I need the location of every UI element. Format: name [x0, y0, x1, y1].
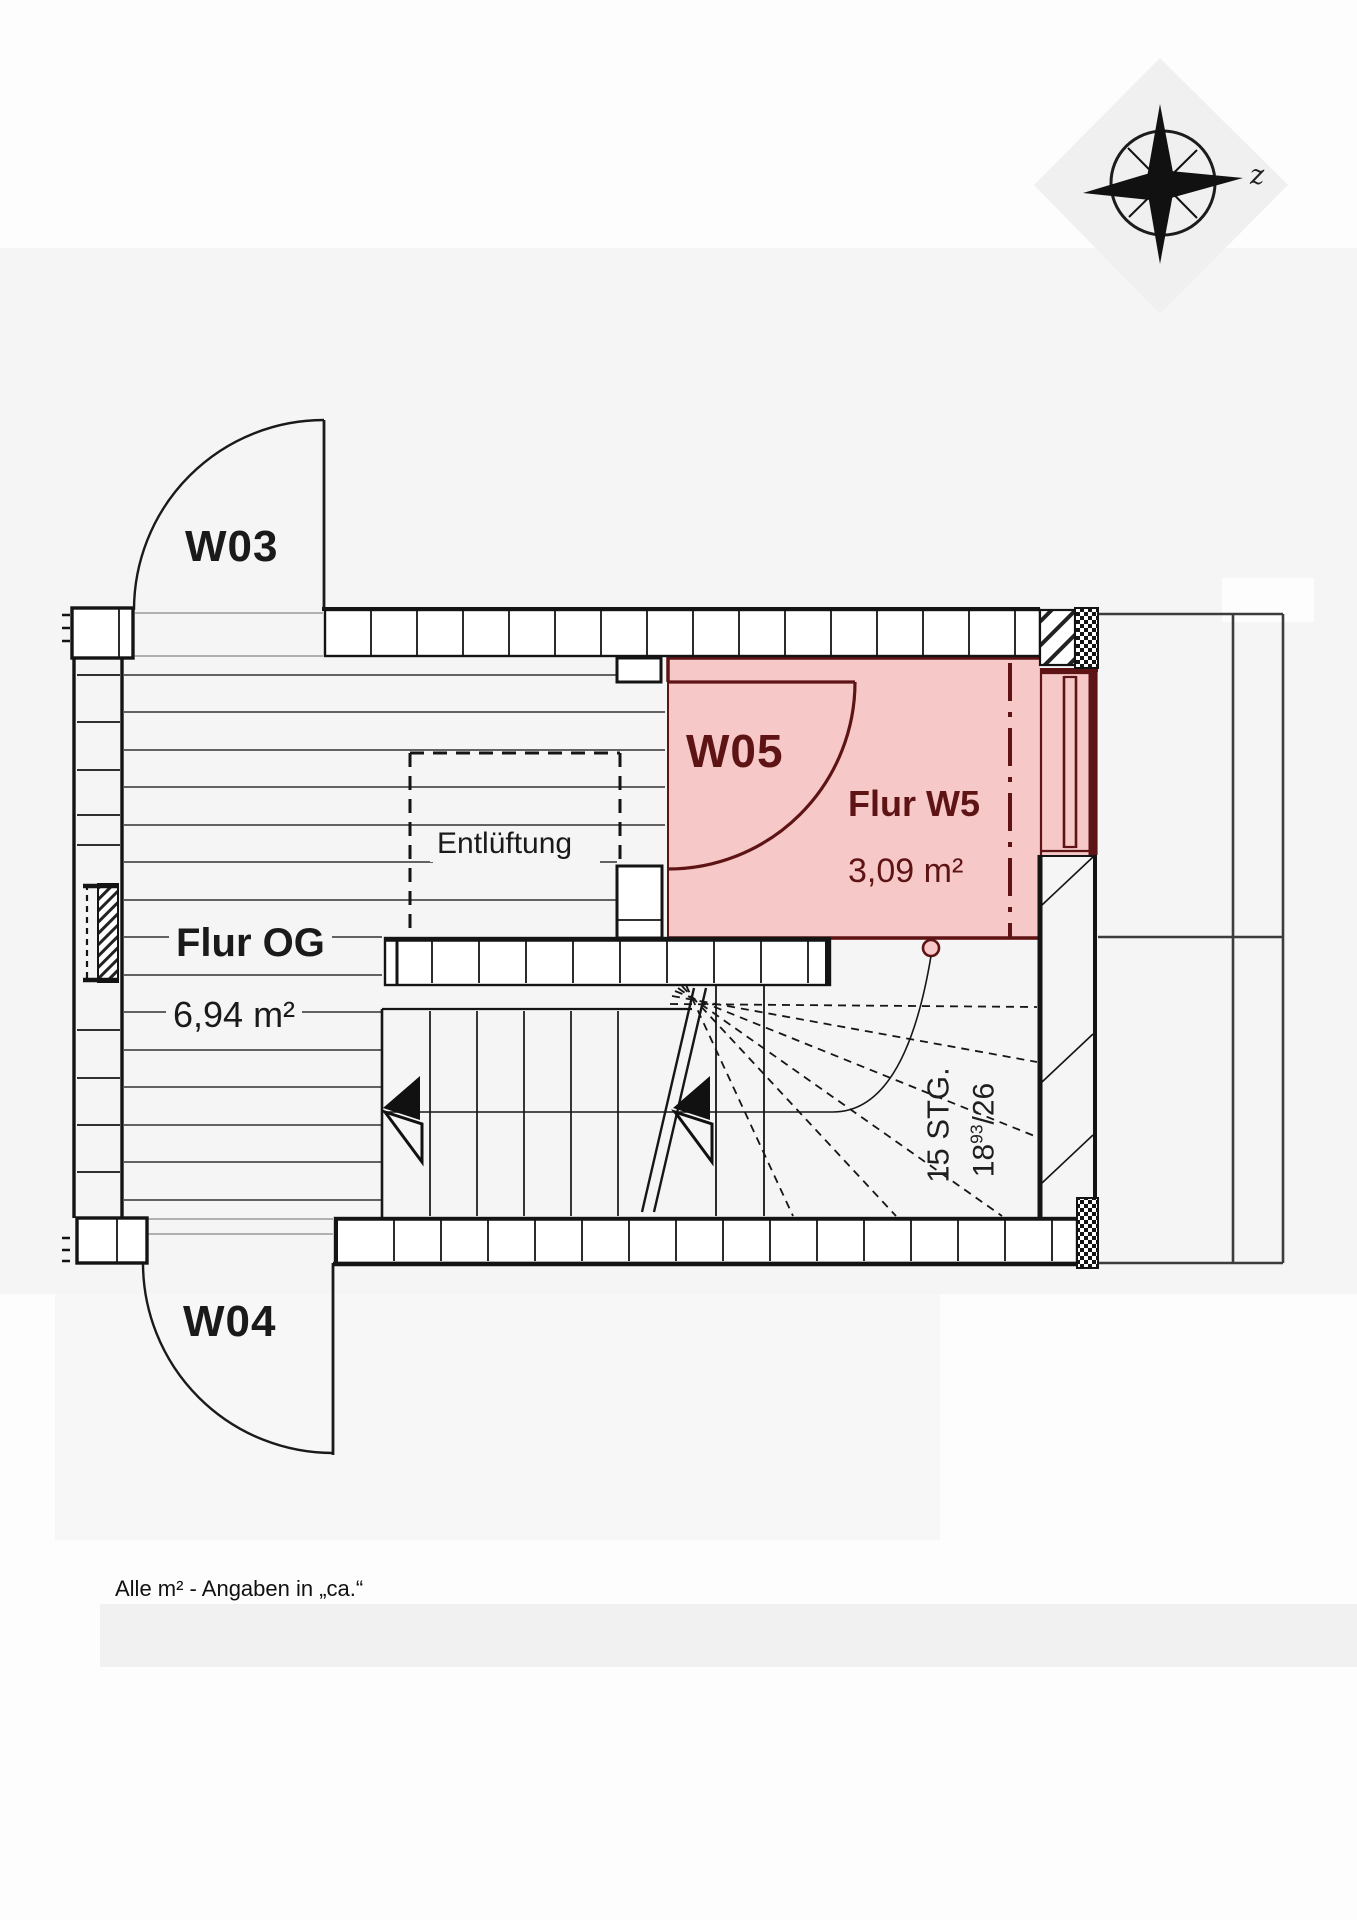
room-label-w05: W05	[686, 725, 784, 777]
wall-insulation-hatch	[1038, 608, 1077, 667]
ratio-superscript: 93	[966, 1124, 987, 1144]
door-w03	[132, 418, 326, 611]
walking-line	[382, 955, 932, 1113]
room-flur-w5-highlight	[666, 656, 1098, 958]
room-area-flur-w5: 3,09 m²	[848, 852, 964, 890]
room-label-w03: W03	[185, 522, 279, 571]
top-wall	[62, 606, 1099, 669]
bottom-wall	[333, 1197, 1099, 1269]
room-area-flur-og: 6,94 m²	[166, 994, 303, 1036]
entlueftung-shaft	[408, 656, 664, 940]
stair-right-wall	[1037, 855, 1097, 1219]
ratio-base: 18	[967, 1143, 1001, 1178]
corner-tick-marks	[62, 1236, 70, 1263]
compass-rose	[1034, 58, 1288, 314]
footer-band	[100, 1604, 1357, 1667]
entlueftung-label: Entlüftung	[430, 826, 580, 862]
neighbor-structure-outline	[1098, 578, 1314, 1265]
stair-direction-arrow-outline	[381, 1109, 424, 1167]
room-label-flur-w5: Flur W5	[848, 783, 980, 824]
wall-seal-block	[1076, 1197, 1099, 1269]
plan-canvas-lower	[55, 1294, 940, 1540]
ratio-rest: /26	[967, 1082, 1001, 1125]
door-w04	[141, 1262, 335, 1455]
door-jamb-block	[615, 656, 663, 684]
corner-tick-marks	[62, 613, 70, 643]
compass-direction-label: z	[1250, 160, 1265, 191]
left-wall-window-hatch	[97, 883, 119, 983]
staircase	[380, 955, 1038, 1218]
door-opening-threshold-lines	[135, 612, 333, 1235]
stair-direction-arrow	[383, 1076, 420, 1120]
stair-pivot-marker	[921, 938, 941, 958]
stair-ratio-label: 1893/26	[966, 1082, 1001, 1178]
wall-seal-block	[1074, 607, 1099, 669]
left-wall	[62, 658, 149, 1265]
room-label-w04: W04	[183, 1297, 277, 1346]
winder-steps	[669, 984, 1038, 1217]
footer-note: Alle m² - Angaben in „ca.“	[115, 1576, 364, 1601]
stair-direction-arrow-outline	[671, 1109, 714, 1167]
room-label-flur-og: Flur OG	[169, 920, 332, 966]
stair-direction-arrow	[673, 1076, 710, 1120]
stair-steps-label: 15 STG.	[920, 1067, 956, 1183]
stair-upper-wall	[383, 936, 832, 987]
